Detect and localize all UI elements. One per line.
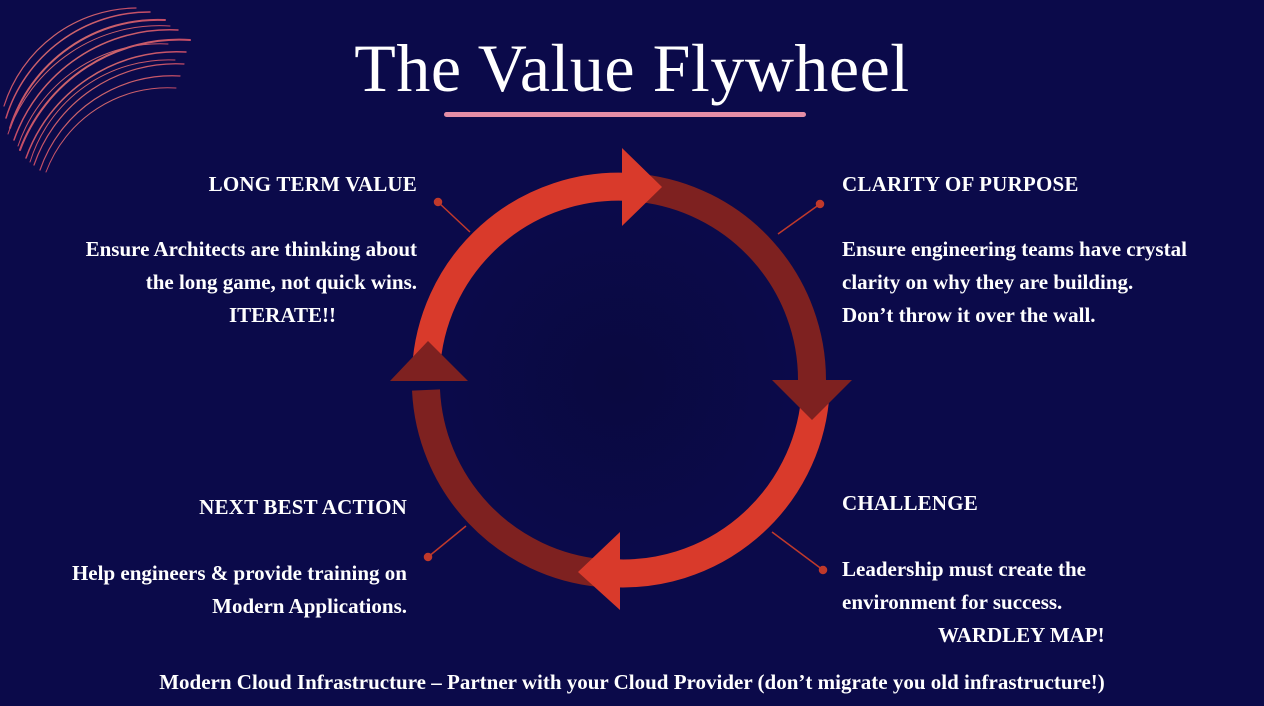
clarity-of-purpose-line-2: clarity on why they are building. <box>842 270 1134 294</box>
challenge-heading: CHALLENGE <box>842 491 978 515</box>
long-term-value-heading: LONG TERM VALUE <box>208 172 417 196</box>
arc-bottom-right <box>609 398 829 588</box>
long-term-value-line-2: the long game, not quick wins. <box>145 270 417 294</box>
clarity-of-purpose-line-1: Ensure engineering teams have crystal <box>842 237 1187 261</box>
flywheel-center <box>443 204 795 556</box>
challenge-line-2: environment for success. <box>842 590 1063 614</box>
title-underline <box>444 112 806 117</box>
flywheel-ring <box>412 172 829 588</box>
next-best-action-line-2: Modern Applications. <box>212 594 407 618</box>
arrowhead-left <box>390 341 468 381</box>
decorative-streaks <box>3 7 191 173</box>
arrowhead-right <box>772 380 852 420</box>
next-best-action-line-1: Help engineers & provide training on <box>71 561 407 585</box>
arrowhead-top <box>622 148 662 226</box>
challenge-text: Leadership must create the environment f… <box>842 553 1086 619</box>
next-best-action-text: Help engineers & provide training on Mod… <box>72 557 407 623</box>
challenge-line-1: Leadership must create the <box>842 557 1086 581</box>
challenge-emphasis: WARDLEY MAP! <box>938 623 1105 647</box>
clarity-of-purpose-heading: CLARITY OF PURPOSE <box>842 172 1079 196</box>
clarity-of-purpose-line-3: Don’t throw it over the wall. <box>842 303 1096 327</box>
next-best-action-heading: NEXT BEST ACTION <box>199 495 407 519</box>
clarity-of-purpose-text: Ensure engineering teams have crystal cl… <box>842 233 1187 332</box>
long-term-value-line-1: Ensure Architects are thinking about <box>85 237 417 261</box>
footer-note: Modern Cloud Infrastructure – Partner wi… <box>159 670 1105 694</box>
arrowheads <box>390 148 852 610</box>
long-term-value-text: Ensure Architects are thinking about the… <box>86 233 417 299</box>
page-title: The Value Flywheel <box>354 30 910 106</box>
long-term-value-emphasis: ITERATE!! <box>229 303 336 327</box>
arc-top-left <box>412 172 631 371</box>
arrowhead-bottom <box>578 532 620 610</box>
connectors <box>423 197 828 575</box>
arc-bottom-left <box>412 389 602 587</box>
arc-top-right <box>638 174 827 381</box>
